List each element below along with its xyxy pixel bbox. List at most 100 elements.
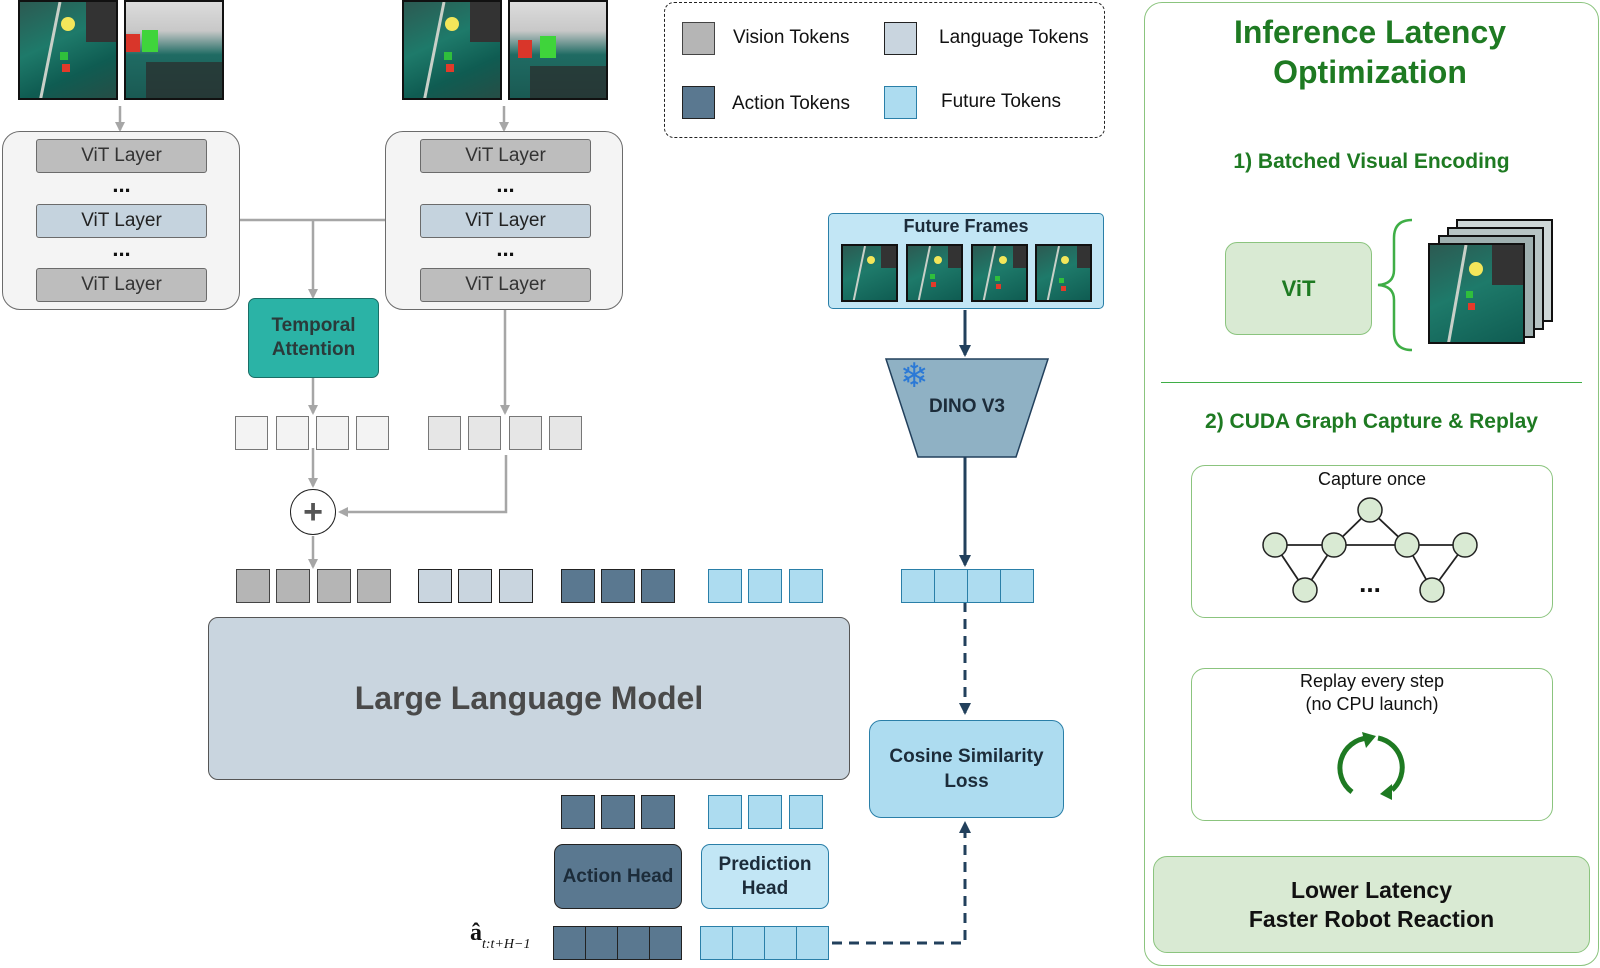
- predicted-action-token: [617, 926, 650, 960]
- current-token: [468, 416, 501, 450]
- graph-icon: [1262, 497, 1478, 603]
- future-frame: [1035, 244, 1092, 302]
- current-token: [428, 416, 461, 450]
- brace-icon: [1377, 218, 1413, 352]
- vit-layer-selected: ViT Layer: [36, 204, 207, 238]
- dino-feature-token: [934, 569, 968, 603]
- vision-token: [236, 569, 270, 603]
- result-line1: Lower Latency: [1290, 876, 1453, 903]
- replay-label-line1: Replay every step: [1299, 671, 1445, 691]
- cube-scene-graphic: [126, 30, 222, 98]
- language-token: [418, 569, 452, 603]
- predicted-action-token: [553, 926, 586, 960]
- vit-layer: ViT Layer: [420, 139, 591, 173]
- dino-feature-token: [901, 569, 935, 603]
- prediction-head: Prediction Head: [701, 844, 829, 909]
- temporal-attention-block: Temporal Attention: [248, 298, 379, 378]
- refresh-cycle-icon: [1337, 732, 1405, 800]
- action-output-token: [601, 795, 635, 829]
- vision-token: [276, 569, 310, 603]
- panel-divider: [1161, 382, 1582, 383]
- action-output-token: [641, 795, 675, 829]
- robot-scene-graphic: [39, 2, 116, 98]
- legend-vision-swatch: [682, 22, 715, 55]
- ellipsis: ...: [496, 236, 515, 261]
- large-language-model: Large Language Model: [208, 617, 850, 780]
- inference-optimization-panel: [1144, 2, 1599, 966]
- vit-encoder-box: ViT: [1225, 242, 1372, 335]
- dino-label: DINO V3: [928, 396, 1006, 417]
- dino-feature-token: [967, 569, 1001, 603]
- future-frames-title: Future Frames: [903, 216, 1029, 236]
- future-output-token: [748, 795, 782, 829]
- section-cuda-graph: 2) CUDA Graph Capture & Replay: [1205, 410, 1538, 433]
- future-frame: [841, 244, 898, 302]
- language-token: [458, 569, 492, 603]
- legend-action-label: Action Tokens: [732, 93, 850, 114]
- current-token: [549, 416, 582, 450]
- robot-scene-graphic: [852, 246, 896, 300]
- action-symbol: â: [470, 920, 482, 946]
- dino-encoder-shape: [885, 358, 1049, 458]
- ellipsis: ...: [496, 172, 515, 197]
- current-token: [509, 416, 542, 450]
- ellipsis: ...: [112, 172, 131, 197]
- cosine-similarity-loss: Cosine Similarity Loss: [869, 720, 1064, 818]
- section-batched-visual-encoding: 1) Batched Visual Encoding: [1233, 150, 1510, 173]
- predicted-action-token: [585, 926, 618, 960]
- future-output-token: [708, 795, 742, 829]
- ellipsis: ...: [112, 236, 131, 261]
- legend-vision-label: Vision Tokens: [733, 27, 850, 48]
- robot-scene-graphic: [917, 246, 961, 300]
- vit-layer-selected: ViT Layer: [420, 204, 591, 238]
- future-frame: [971, 244, 1028, 302]
- action-token: [601, 569, 635, 603]
- cube-scene-graphic: [518, 36, 606, 98]
- panel-title: Inference Latency Optimization: [1233, 14, 1507, 90]
- language-token: [499, 569, 533, 603]
- action-head: Action Head: [554, 844, 682, 909]
- predicted-future-token: [732, 926, 765, 960]
- action-token: [561, 569, 595, 603]
- action-output-token: [561, 795, 595, 829]
- robot-scene-graphic: [982, 246, 1026, 300]
- arrow-pred-loss: [832, 821, 971, 945]
- legend-action-swatch: [682, 86, 715, 119]
- camera-image-2b: [508, 0, 608, 100]
- camera-image-1b: [124, 0, 224, 100]
- temporal-token: [276, 416, 309, 450]
- robot-scene-graphic: [423, 2, 500, 98]
- legend: [664, 2, 1105, 138]
- legend-future-label: Future Tokens: [941, 91, 1062, 112]
- result-line2: Faster Robot Reaction: [1248, 905, 1495, 932]
- replay-box: [1191, 668, 1553, 821]
- future-output-token: [789, 795, 823, 829]
- future-token: [789, 569, 823, 603]
- robot-scene-graphic: [1046, 246, 1090, 300]
- predicted-future-token: [796, 926, 829, 960]
- action-output-label: ât:t+H−1: [470, 920, 550, 964]
- snowflake-icon: ❄: [900, 357, 929, 395]
- future-token: [708, 569, 742, 603]
- stacked-image: [1428, 243, 1525, 344]
- result-box: Lower Latency Faster Robot Reaction: [1153, 856, 1590, 953]
- legend-language-swatch: [884, 22, 917, 55]
- future-frame: [906, 244, 963, 302]
- add-operator: +: [290, 489, 336, 535]
- predicted-action-token: [649, 926, 682, 960]
- vision-token: [357, 569, 391, 603]
- action-token: [641, 569, 675, 603]
- dino-feature-token: [1000, 569, 1034, 603]
- replay-label-line2: (no CPU launch): [1305, 694, 1439, 714]
- graph-ellipsis: ...: [1359, 568, 1381, 598]
- camera-image-2a: [402, 0, 502, 100]
- camera-image-1a: [18, 0, 118, 100]
- legend-future-swatch: [884, 86, 917, 119]
- robot-scene-graphic: [1447, 245, 1523, 342]
- temporal-token: [356, 416, 389, 450]
- temporal-token: [235, 416, 268, 450]
- action-subscript: t:t+H−1: [482, 937, 531, 952]
- legend-language-label: Language Tokens: [939, 27, 1089, 48]
- temporal-token: [316, 416, 349, 450]
